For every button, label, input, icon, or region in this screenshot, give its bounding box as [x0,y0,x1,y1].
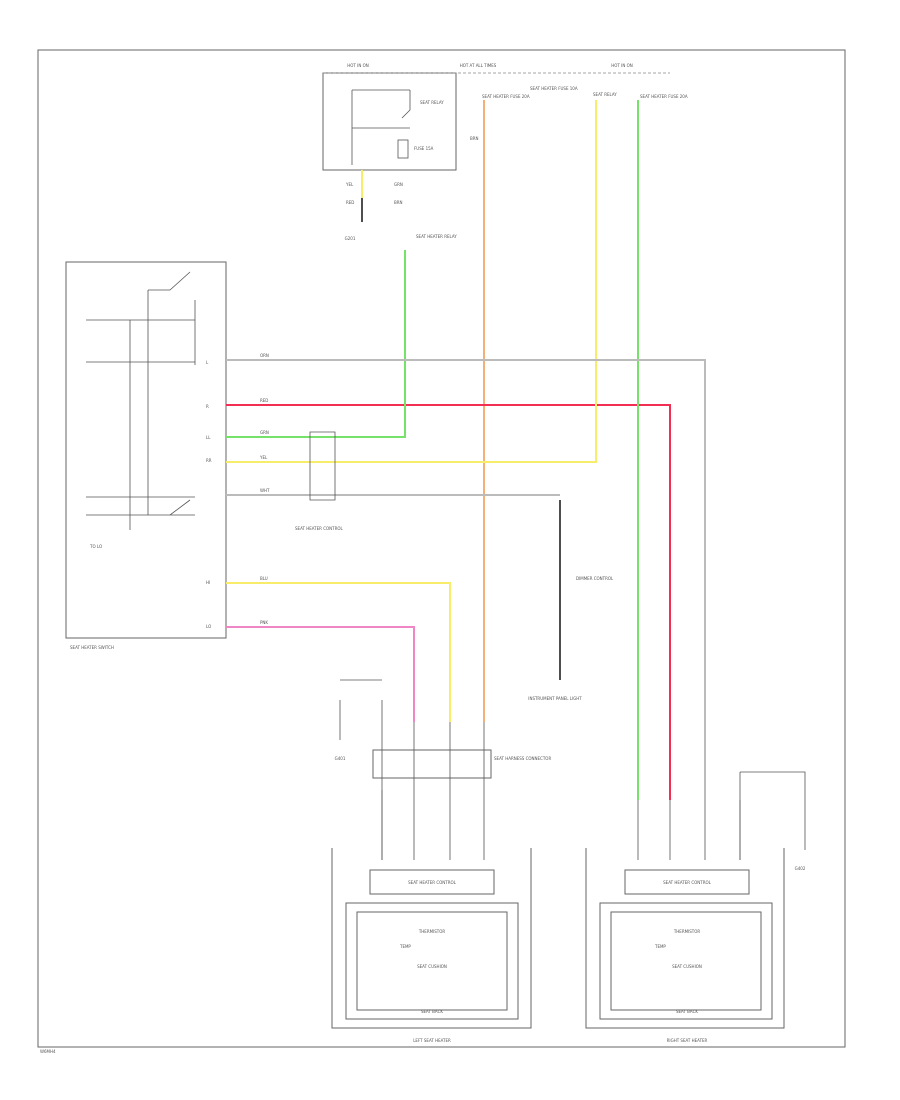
right-seat-heater: SEAT HEATER CONTROL THERMISTOR TEMP SEAT… [585,848,785,1043]
left-seat-leads [381,722,485,860]
wire-pink [226,626,415,722]
right-seat-back-outline [599,902,773,1020]
left-seat-control-box [369,869,495,895]
harness-connector [372,749,492,779]
left-seat-control: SEAT HEATER CONTROL [408,880,456,885]
wire-code-pnk: PNK [260,620,268,625]
switch-outline [65,261,227,639]
switch-internal-wiring [86,271,195,530]
right-seat-element: SEAT CUSHION [672,964,702,969]
relay-label: SEAT RELAY [420,100,444,105]
wire-code-brn: BRN [470,136,479,141]
relay-coil [397,139,409,159]
fuse-note-3: SEAT RELAY [593,92,617,97]
relay-wire-code-2: GRN [394,182,403,187]
wire-code-wht: WHT [260,488,270,493]
ground-bottom: G401 [335,756,346,761]
fuse-note-2: SEAT HEATER FUSE 10A [530,86,578,91]
page-id: W6MH4 [40,1049,56,1054]
right-seat-leads [637,800,741,860]
wire-gray [226,359,706,800]
relay-wire-code-3: RED [346,200,354,205]
fuse-relay-box: HOT IN ON HOT AT ALL TIMES HOT IN ON SEA… [322,63,670,205]
left-seat-heater: SEAT HEATER CONTROL THERMISTOR TEMP SEAT… [331,848,532,1043]
right-seat-title: RIGHT SEAT HEATER [667,1038,708,1043]
relay-internal-wiring [351,89,411,165]
left-seat-temp: TEMP [399,944,411,949]
switch-pin-1: L [206,360,209,365]
ground-label: G201 [345,236,356,241]
fuse-label: FUSE 15A [414,146,434,151]
right-seat-temp: TEMP [654,944,666,949]
wire-yellow [226,100,597,722]
right-ground-lead [739,771,806,860]
relay-wire-code-4: BRN [394,200,403,205]
ground-right: G402 [795,866,806,871]
left-seat-back: SEAT BACK [421,1009,443,1014]
wire-code-grn: GRN [260,430,269,435]
mid-connector-outline [309,431,336,501]
right-seat-control: SEAT HEATER CONTROL [663,880,711,885]
switch-pin-3: LL [206,435,211,440]
right-seat-outline [585,848,785,1029]
right-seat-inner [610,911,762,1011]
illumination-label: INSTRUMENT PANEL LIGHT [528,696,582,701]
junction-label: SEAT HEATER RELAY [416,234,457,239]
hot-in-on-left: HOT IN ON [347,63,368,68]
switch-pin-2: R [206,404,209,409]
diagram-frame [37,49,846,1048]
relay-box-outline [322,72,457,171]
relay-wire-code-1: YEL [345,182,354,187]
wire-green [226,100,639,800]
connector-harness: SEAT HARNESS CONNECTOR [494,756,551,761]
connector-dimmer: DIMMER CONTROL [576,576,614,581]
wire-code-orn: ORN [260,353,269,358]
fuse-note-4: SEAT HEATER FUSE 20A [640,94,688,99]
left-seat-element: SEAT CUSHION [417,964,447,969]
seat-heater-switch: SEAT HEATER SWITCH TO LO L R LL RR HI LO [65,261,227,650]
right-seat-back: SEAT BACK [676,1009,698,1014]
wire-code-yel: YEL [259,455,268,460]
left-seat-outline [331,848,532,1029]
wire-code-blu: BLU [260,576,268,581]
switch-title: SEAT HEATER SWITCH [70,645,114,650]
left-seat-title: LEFT SEAT HEATER [413,1038,451,1043]
switch-internal-label: TO LO [89,544,102,549]
wire-orange [226,100,485,722]
hot-in-on-right: HOT IN ON [611,63,632,68]
left-seat-inner [356,911,508,1011]
wire-code-red: RED [260,398,268,403]
switch-pin-6: LO [206,624,211,629]
left-seat-back-outline [345,902,519,1020]
hot-at-all-times: HOT AT ALL TIMES [460,63,497,68]
wire-red [226,404,671,800]
connector-mid-left: SEAT HEATER CONTROL [295,526,343,531]
left-ground-lead [339,679,383,860]
right-seat-control-box [624,869,750,895]
left-seat-thermistor: THERMISTOR [418,929,446,934]
fuse-note-1: SEAT HEATER FUSE 20A [482,94,530,99]
right-seat-thermistor: THERMISTOR [673,929,701,934]
switch-pin-5: HI [206,580,210,585]
switch-pin-4: RR [206,458,212,463]
